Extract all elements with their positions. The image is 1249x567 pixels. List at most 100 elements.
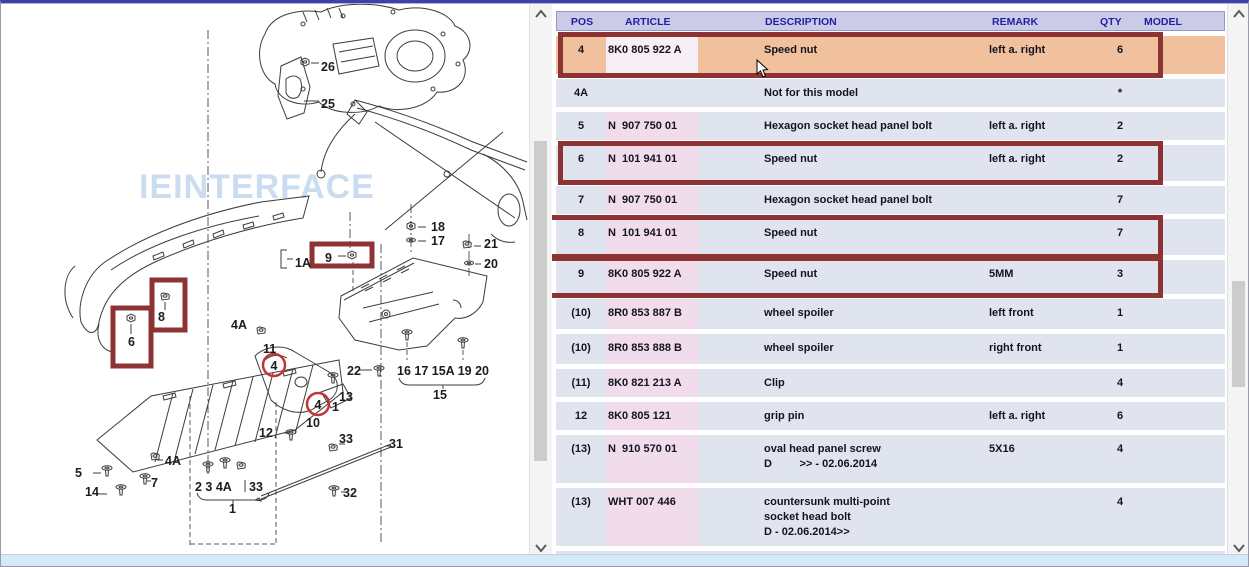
table-row[interactable]: 6 N 101 941 01 Speed nut left a. right 2 [556,141,1225,185]
table-row[interactable]: (10) 8R0 853 887 B wheel spoiler left fr… [556,299,1225,329]
callout-2-3-4A: 2 3 4A [195,480,232,494]
cell-article: 8K0 821 213 A [606,369,764,397]
highlight-circle-pos4-a [263,354,285,376]
highlight-circle-pos4-b [307,393,329,415]
scroll-up-button-right[interactable] [1228,6,1248,22]
exploded-view-drawing: 26 25 18 17 21 20 1A 9 8 6 4A 11 4 22 16… [3,4,529,557]
table-row[interactable]: (11) 8K0 821 213 A Clip 4 [556,369,1225,397]
table-row[interactable]: (10) 8R0 853 888 B wheel spoiler right f… [556,334,1225,364]
cell-description: Speed nut [764,268,818,280]
table-row[interactable]: 9 8K0 805 922 A Speed nut 5MM 3 [552,256,1225,298]
cell-model [1141,435,1225,483]
cell-pos: (11) [571,377,591,389]
table-row[interactable]: 4A Not for this model * [556,79,1225,107]
cell-pos: 7 [577,194,585,206]
scroll-thumb-right[interactable] [1232,281,1245,387]
highlight-box-pos6 [113,308,151,366]
cell-qty: 4 [1116,377,1124,389]
callout-11: 11 [263,342,276,356]
callout-18: 18 [431,220,445,234]
cell-description: wheel spoiler [764,342,834,354]
cell-description: Not for this model [764,87,859,99]
cell-article: N 101 941 01 [606,219,764,255]
callout-5: 5 [75,466,82,480]
table-row[interactable]: (13) N 910 570 01 oval head panel screw … [556,435,1225,483]
cell-remark [989,79,1099,107]
cell-remark: left a. right [989,44,1046,56]
header-pos: POS [570,16,594,28]
diagram-table-scrollbar [529,4,552,557]
table-row[interactable]: (13) WHT 007 446 countersunk multi-point… [556,488,1225,546]
cell-qty: 7 [1116,227,1124,239]
cell-description: countersunk multi-point socket head bolt… [764,496,890,538]
cell-pos: (13) [571,496,591,508]
scroll-up-button-left[interactable] [530,6,552,22]
cell-pos: (10) [571,307,591,319]
callout-4-circled-b: 4 [315,398,322,412]
cell-description: Hexagon socket head panel bolt [764,120,933,132]
callout-14: 14 [85,485,99,499]
cell-pos: 5 [577,120,585,132]
cell-remark: left a. right [989,153,1046,165]
cell-remark: left a. right [989,410,1046,422]
cell-remark [989,488,1099,546]
scroll-thumb-left[interactable] [534,141,547,461]
callout-4-circled-a: 4 [271,359,278,373]
header-remark: REMARK [992,16,1039,28]
cell-article: 8R0 853 888 B [606,334,764,364]
cell-qty: 2 [1116,120,1124,132]
cell-article [606,79,764,107]
callout-32: 32 [343,486,357,500]
cell-description: Speed nut [764,227,818,239]
cell-pos: 9 [577,268,585,280]
callout-1-bottom: 1 [229,502,236,516]
cell-description: Hexagon socket head panel bolt [764,194,933,206]
cell-article: 8K0 805 922 A [606,36,764,74]
cell-model [1141,488,1225,546]
table-row[interactable]: 7 N 907 750 01 Hexagon socket head panel… [556,186,1225,214]
cell-pos: (10) [571,342,591,354]
cell-qty: 7 [1116,194,1124,206]
cell-remark [989,186,1099,214]
cell-model [1141,334,1225,364]
scroll-down-button-left[interactable] [530,540,552,556]
callout-4A-upper: 4A [231,318,247,332]
cell-description: wheel spoiler [764,307,834,319]
callout-33-bottom: 33 [249,480,263,494]
cell-model [1141,36,1225,74]
cell-remark [989,369,1099,397]
callout-20: 20 [484,257,498,271]
cell-remark: right front [989,342,1042,354]
callout-12: 12 [259,426,273,440]
table-row[interactable]: 5 N 907 750 01 Hexagon socket head panel… [556,112,1225,140]
scroll-down-button-right[interactable] [1228,540,1248,556]
watermark-text: IEINTERFACE [139,168,375,206]
cell-model [1141,369,1225,397]
cell-article: 8R0 853 887 B [606,299,764,329]
parts-table-panel: POS ARTICLE DESCRIPTION REMARK QTY MODEL… [552,4,1227,557]
cell-qty: 1 [1116,342,1124,354]
callout-9: 9 [325,251,332,265]
callout-10: 10 [306,416,320,430]
cell-pos: 8 [577,227,585,239]
cell-qty: 3 [1116,268,1124,280]
table-row[interactable]: 4 8K0 805 922 A Speed nut left a. right … [556,32,1225,78]
callout-7: 7 [151,476,158,490]
cell-pos: 4A [573,87,589,99]
cell-model [1141,299,1225,329]
cell-description: oval head panel screw D >> - 02.06.2014 [764,443,881,470]
table-row[interactable]: 12 8K0 805 121 grip pin left a. right 6 [556,402,1225,430]
callout-6: 6 [128,335,135,349]
cell-pos: 12 [574,410,588,422]
cell-qty: * [1117,87,1123,99]
callout-1-mid: 1 [332,400,339,414]
callout-33-mid: 33 [339,432,353,446]
cell-remark: left front [989,307,1034,319]
cell-model [1141,112,1225,140]
cell-pos: 4 [577,44,585,56]
cell-article: 8K0 805 121 [606,402,764,430]
cell-model [1141,145,1225,181]
table-row[interactable]: 8 N 101 941 01 Speed nut 7 [552,215,1225,259]
diagram-panel[interactable]: IEINTERFACE [3,4,529,557]
